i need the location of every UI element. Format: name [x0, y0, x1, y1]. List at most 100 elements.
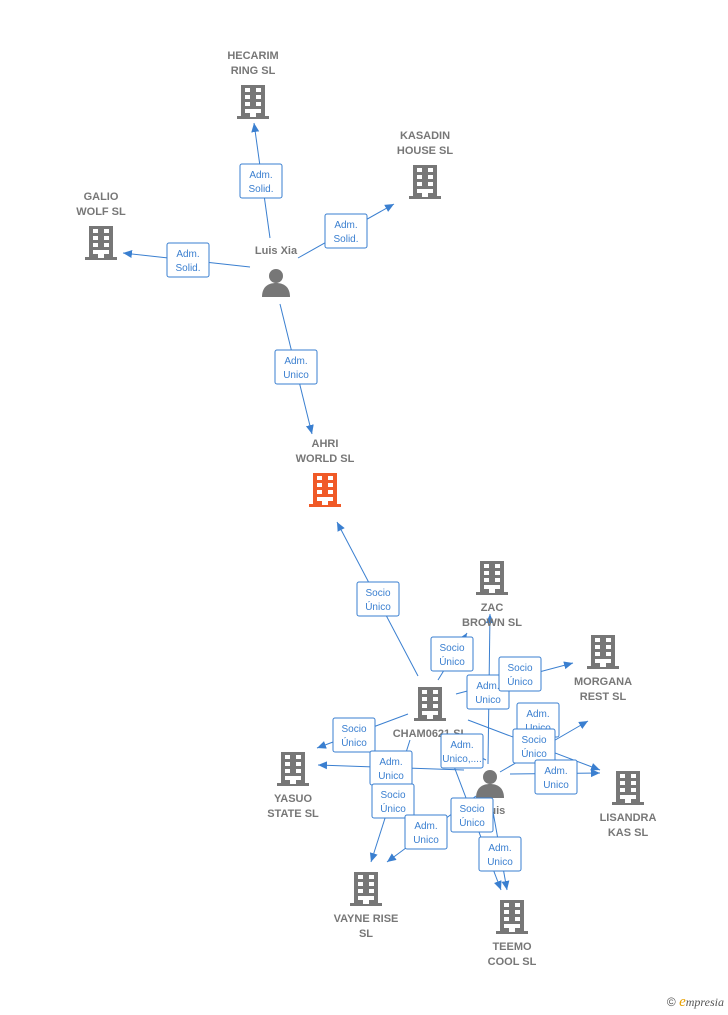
- edge-label-box: [534, 759, 578, 795]
- node-label: GALIO: [84, 191, 119, 203]
- node-kasadin[interactable]: KASADIN HOUSE SL: [397, 130, 454, 199]
- node-cham[interactable]: CHAM0621 SL: [393, 687, 468, 740]
- copyright-symbol: ©: [666, 995, 676, 1009]
- edge-label-line: Adm.: [334, 220, 357, 231]
- edge-label-line: Adm.: [488, 843, 511, 854]
- edge-label-line: Socio: [380, 790, 405, 801]
- brand-logo-initial: e: [679, 994, 686, 1010]
- node-label: KASADIN: [400, 130, 450, 142]
- node-label: BROWN SL: [462, 617, 522, 629]
- building-icon: [277, 752, 309, 786]
- edge-label-line: Adm.: [476, 681, 499, 692]
- edge-label-line: Adm.: [544, 766, 567, 777]
- edge-label-luis2-teemo[interactable]: Adm.Unico: [478, 836, 522, 872]
- node-label: ZAC: [481, 602, 504, 614]
- edge-label-line: Único: [365, 600, 391, 613]
- building-icon: [350, 872, 382, 906]
- building-icon: [237, 85, 269, 119]
- edge-label-line: Unico: [378, 771, 404, 782]
- node-yasuo[interactable]: YASUO STATE SL: [267, 752, 319, 820]
- node-label: MORGANA: [574, 676, 632, 688]
- edge-label-box: [356, 581, 400, 617]
- edge-label-line: Socio: [507, 663, 532, 674]
- edge-label-luis2-vayne[interactable]: Adm.Unico: [404, 814, 448, 850]
- edge-label-line: Único: [521, 747, 547, 760]
- brand-logo-text: mpresia: [685, 995, 724, 1009]
- edge-label-line: Socio: [341, 724, 366, 735]
- edge-label-line: Socio: [521, 735, 546, 746]
- edge-label-line: Único: [380, 802, 406, 815]
- building-icon: [309, 473, 341, 507]
- edge-labels-layer: Adm.Solid.Adm.Solid.Adm.Solid.Adm.UnicoS…: [166, 163, 578, 872]
- edge-label-line: Adm.: [526, 709, 549, 720]
- person-icon: [262, 269, 290, 297]
- node-label: YASUO: [274, 793, 313, 805]
- edge-label-luisxia-kasadin[interactable]: Adm.Solid.: [324, 213, 368, 249]
- edge-label-line: Único: [439, 655, 465, 668]
- edge-label-luisxia-galio[interactable]: Adm.Solid.: [166, 242, 210, 278]
- node-luisxia[interactable]: Luis Xia: [255, 245, 298, 297]
- edge-label-box: [478, 836, 522, 872]
- edge-label-line: Solid.: [248, 184, 273, 195]
- edge-label-box: [239, 163, 283, 199]
- edge-label-line: Socio: [439, 643, 464, 654]
- node-label: AHRI: [312, 438, 339, 450]
- edge-label-box: [450, 797, 494, 833]
- edge-label-luis2-lisandra[interactable]: Adm.Unico: [534, 759, 578, 795]
- node-label: SL: [359, 928, 373, 940]
- edge-label-box: [430, 636, 474, 672]
- node-label: RING SL: [231, 65, 276, 77]
- node-label: REST SL: [580, 691, 627, 703]
- edge-label-line: Socio: [459, 804, 484, 815]
- building-icon: [409, 165, 441, 199]
- edge-label-box: [371, 783, 415, 819]
- node-zac[interactable]: ZAC BROWN SL: [462, 561, 522, 629]
- node-label: STATE SL: [267, 808, 319, 820]
- edge-label-line: Unico: [283, 370, 309, 381]
- node-vayne[interactable]: VAYNE RISE SL: [334, 872, 399, 940]
- edge-label-box: [440, 733, 484, 769]
- edge-label-line: Socio: [365, 588, 390, 599]
- edge-label-box: [404, 814, 448, 850]
- edge-label-luisxia-hecarim[interactable]: Adm. Solid.: [239, 163, 283, 199]
- node-label: TEEMO: [492, 941, 532, 953]
- edge-label-line: Adm.: [249, 170, 272, 181]
- edge-label-line: Solid.: [175, 263, 200, 274]
- node-label: LISANDRA: [600, 812, 657, 824]
- brand-watermark[interactable]: © empresia: [667, 994, 724, 1011]
- node-label: Luis Xia: [255, 245, 298, 257]
- edge-label-luis2-cham[interactable]: Adm.Unico,....: [440, 733, 484, 769]
- edge-label-line: Adm.: [379, 757, 402, 768]
- edge-label-line: Único: [459, 816, 485, 829]
- node-label: HOUSE SL: [397, 145, 454, 157]
- edge-label-line: Único: [341, 736, 367, 749]
- edge-label-line: Único: [507, 675, 533, 688]
- edge-label-line: Unico,....: [442, 754, 481, 765]
- node-label: VAYNE RISE: [334, 913, 399, 925]
- edge-label-box: [332, 717, 376, 753]
- edge-label-line: Unico: [475, 695, 501, 706]
- edge-label-luisxia-ahri[interactable]: Adm. Unico: [274, 349, 318, 385]
- node-morgana[interactable]: MORGANA REST SL: [574, 635, 632, 703]
- person-icon: [476, 770, 504, 798]
- edge-label-luis2-yasuo[interactable]: Adm. Unico: [369, 750, 413, 786]
- building-icon: [587, 635, 619, 669]
- building-icon: [85, 226, 117, 260]
- edge-label-box: [498, 656, 542, 692]
- edge-label-line: Adm.: [284, 356, 307, 367]
- building-icon: [414, 687, 446, 721]
